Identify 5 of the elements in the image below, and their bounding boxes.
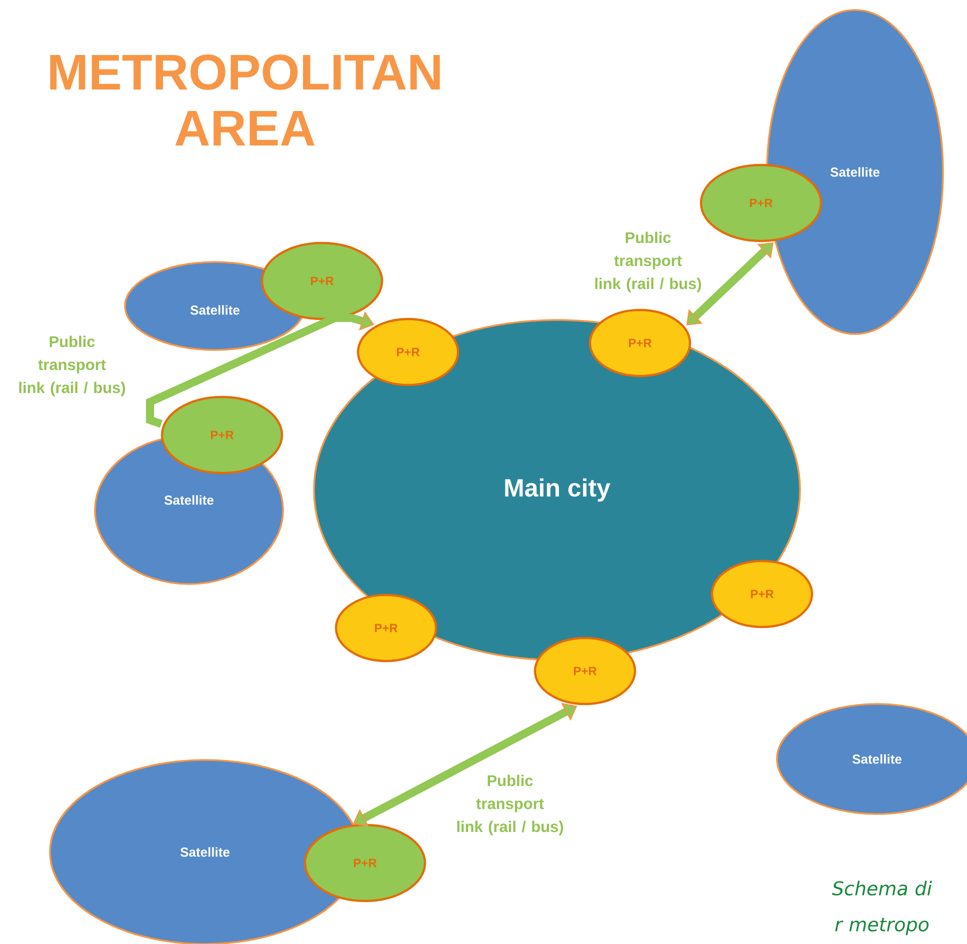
edge-label: Public transport link (rail / bus) [19,336,126,396]
edge-label: Public transport link (rail / bus) [595,232,702,292]
title: METROPOLITAN AREA [50,54,440,146]
caption: Schema di r metropo [832,880,932,936]
edge-label: Public transport link (rail / bus) [457,774,564,836]
